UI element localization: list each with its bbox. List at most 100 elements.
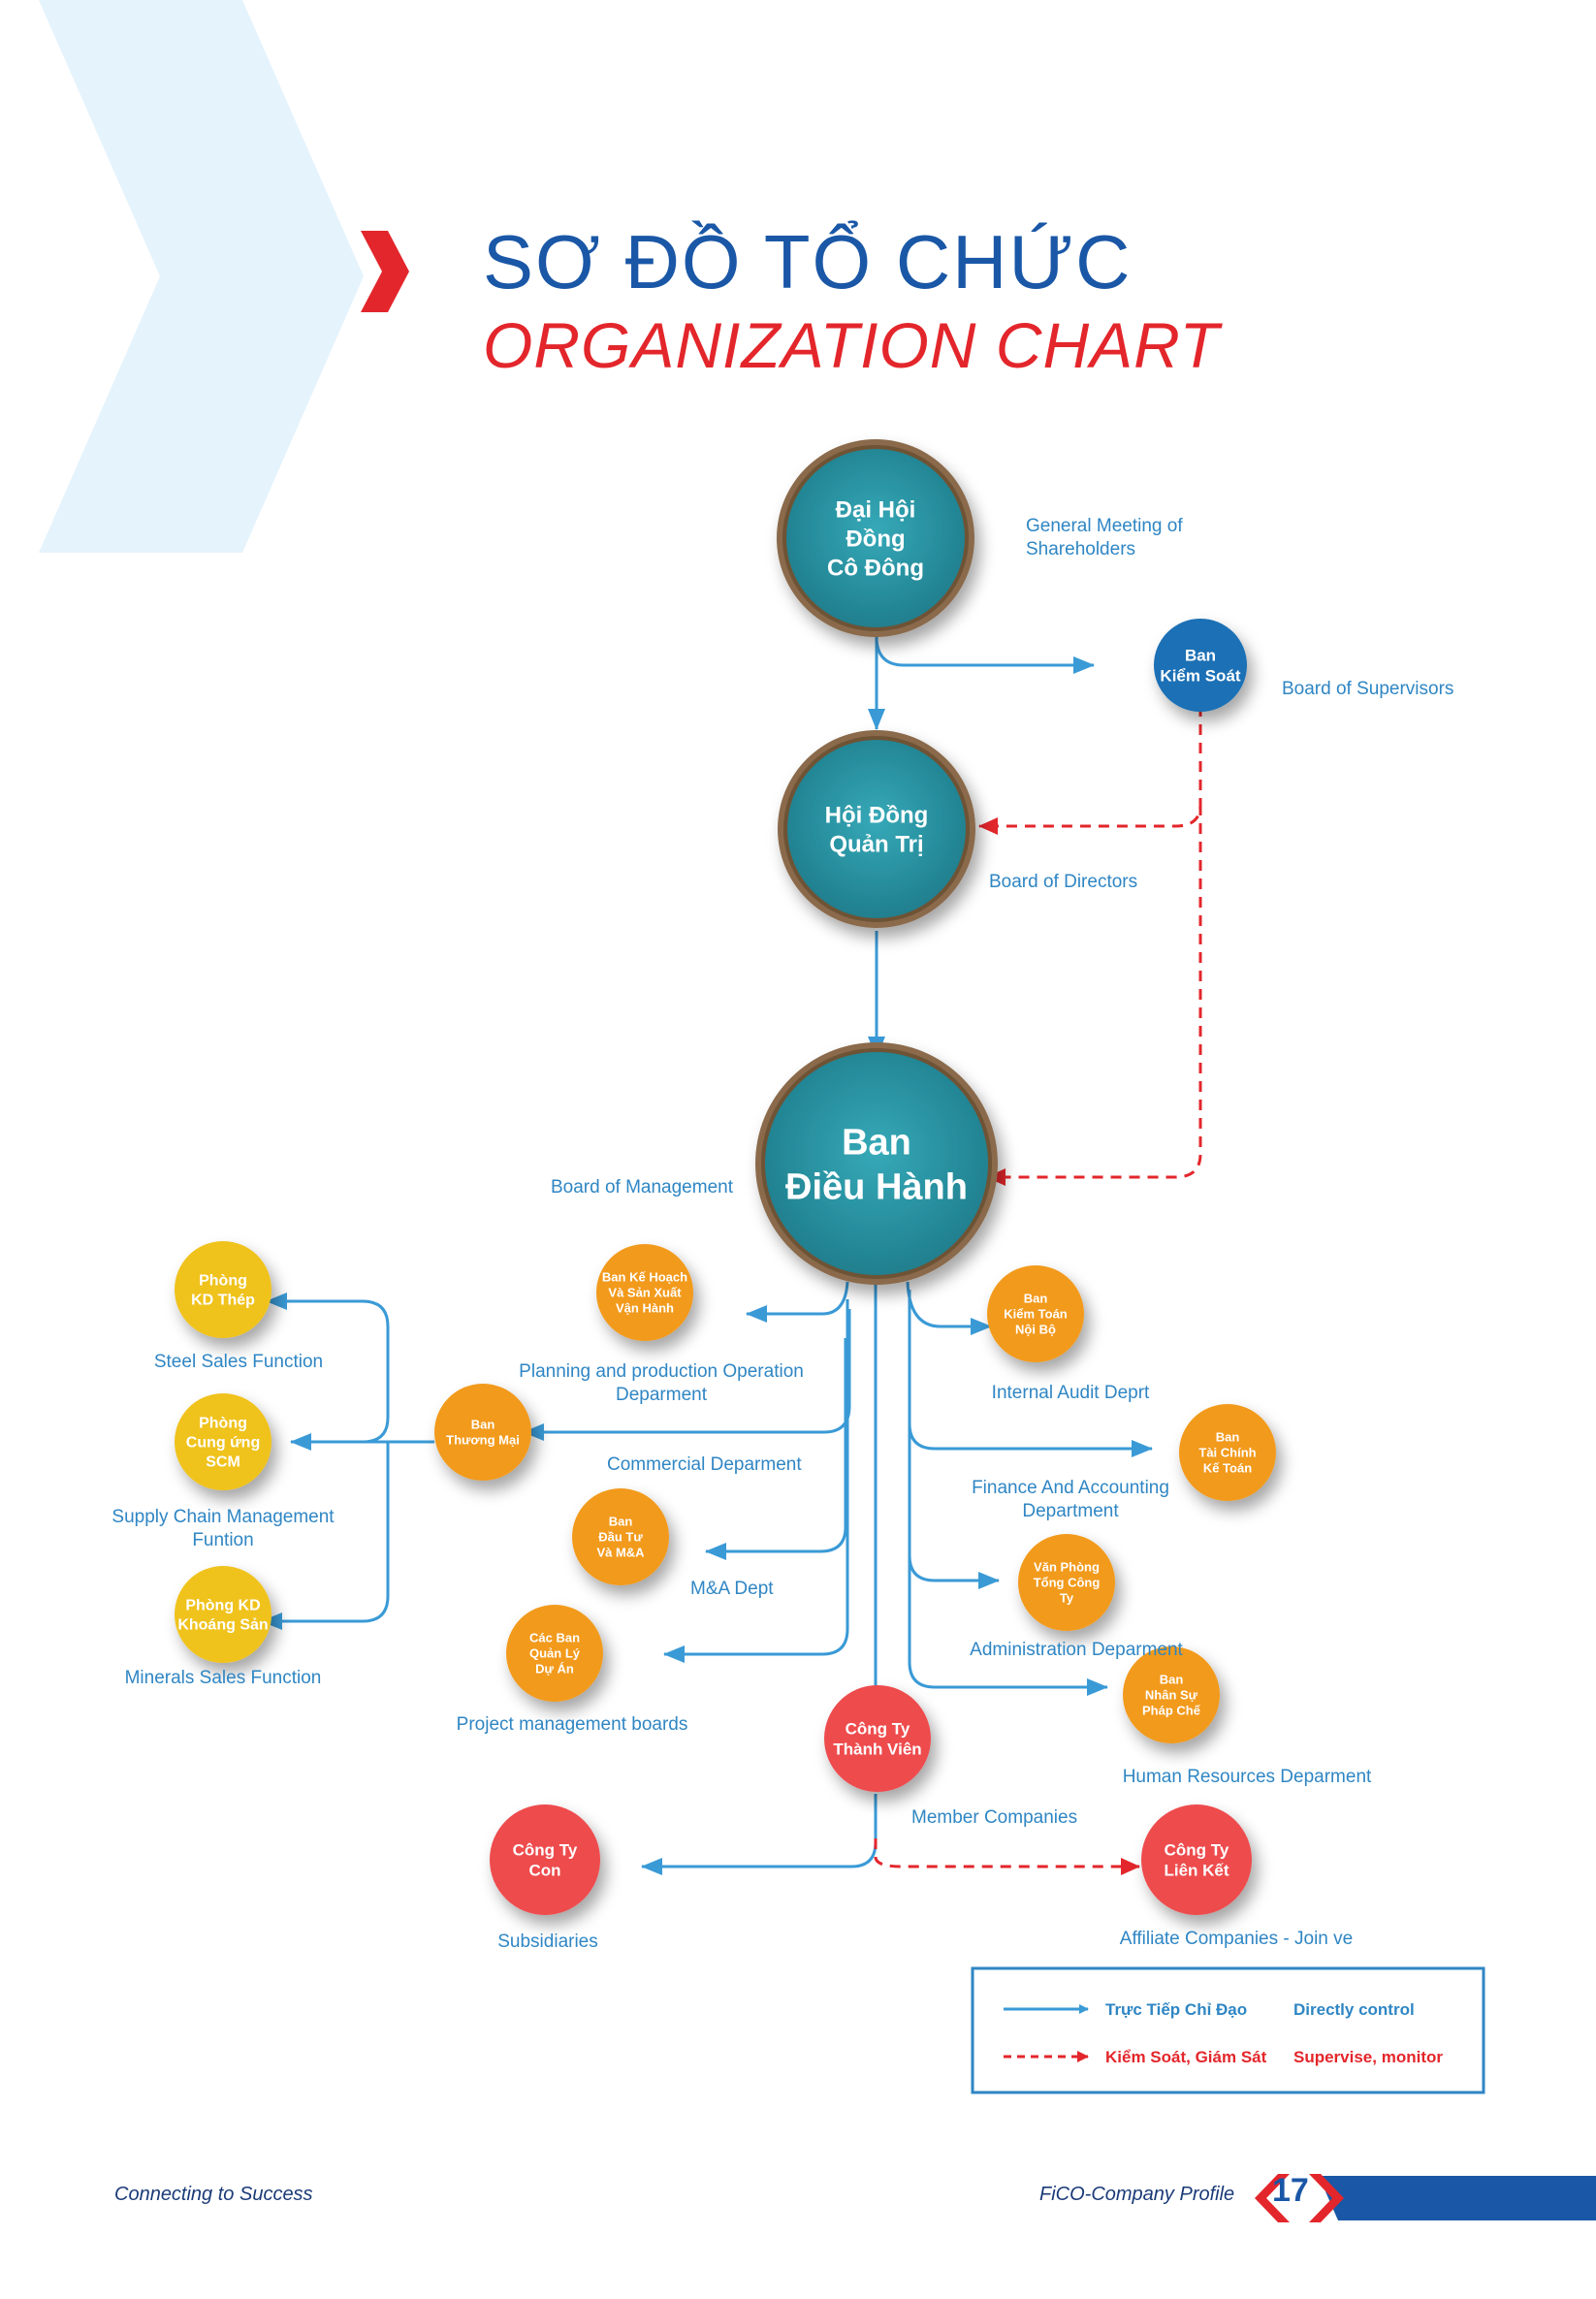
node-label: Pháp Chế — [1142, 1704, 1201, 1718]
legend: Trực Tiếp Chỉ Đạo Directly control Kiểm … — [971, 1966, 1485, 2094]
footer-left-chevron-icon — [1255, 2174, 1290, 2222]
node-circle — [786, 449, 965, 627]
node-finance — [1179, 1404, 1276, 1501]
node-label: Ban — [1185, 646, 1216, 664]
legend-direct-en: Directly control — [1293, 2000, 1415, 2019]
background-chevron — [39, 0, 364, 553]
node-caption-steel: Steel Sales Function — [154, 1352, 323, 1372]
node-caption-affiliates: Affiliate Companies - Join ve — [1120, 1929, 1353, 1949]
node-caption-admin: Administration Deparment — [970, 1640, 1183, 1660]
node-admin — [1018, 1534, 1115, 1631]
node-minerals — [175, 1566, 271, 1663]
node-planning — [596, 1244, 693, 1341]
footer-tagline: Connecting to Success — [114, 2184, 313, 2205]
node-label: Vận Hành — [616, 1301, 674, 1316]
legend-box — [971, 1966, 1485, 2094]
node-caption-directors: Board of Directors — [989, 872, 1137, 892]
direct-control-lines — [261, 630, 1153, 1875]
node-label: Quản Trị — [829, 831, 923, 857]
node-circle — [824, 1685, 931, 1792]
node-circle — [572, 1488, 669, 1585]
node-general-meeting — [777, 439, 974, 637]
node-label: Công Ty — [513, 1840, 578, 1859]
node-circle — [596, 1244, 693, 1341]
node-label: Ban Kế Hoạch — [602, 1270, 687, 1285]
node-label: KD Thép — [191, 1293, 255, 1309]
node-label: Kiểm Toán — [1004, 1307, 1068, 1322]
node-management — [755, 1042, 998, 1285]
node-label: Nhân Sự — [1145, 1688, 1198, 1703]
node-commercial — [434, 1384, 531, 1481]
node-circle — [506, 1605, 603, 1702]
node-label: Tổng Công — [1034, 1576, 1101, 1590]
node-label: Con — [528, 1861, 560, 1879]
node-circle — [1179, 1404, 1276, 1501]
node-affiliates — [1141, 1804, 1252, 1915]
node-label: Thương Mại — [446, 1433, 520, 1448]
node-label: Ban — [1216, 1430, 1240, 1445]
node-label: Và Sản Xuất — [608, 1286, 682, 1300]
legend-direct-vn: Trực Tiếp Chỉ Đạo — [1105, 2000, 1247, 2019]
page-number: 17 — [1272, 2172, 1309, 2209]
node-label: Hội Đồng — [825, 802, 929, 828]
footer-bar — [1255, 2174, 1596, 2222]
node-caption-member: Member Companies — [911, 1807, 1077, 1828]
node-caption-scm: Supply Chain Management — [112, 1507, 335, 1527]
footer-company: FiCO-Company Profile — [1039, 2184, 1235, 2205]
node-circle — [787, 740, 966, 918]
node-caption-planning: Deparment — [616, 1385, 708, 1405]
node-caption-planning: Planning and production Operation — [519, 1361, 804, 1382]
node-label: Văn Phòng — [1034, 1560, 1100, 1575]
node-label: Nội Bộ — [1015, 1323, 1056, 1337]
footer-right-chevron-icon — [1309, 2174, 1344, 2222]
node-label: Cung ứng — [186, 1435, 260, 1452]
node-caption-finance: Department — [1022, 1501, 1119, 1521]
node-audit — [987, 1265, 1084, 1362]
node-circle — [490, 1804, 600, 1915]
node-hr — [1123, 1646, 1220, 1743]
node-label: Và M&A — [596, 1546, 645, 1560]
node-scm — [175, 1393, 271, 1490]
node-label: Ty — [1060, 1591, 1074, 1606]
node-circle — [175, 1241, 271, 1338]
node-label: Ban — [471, 1418, 495, 1432]
legend-supervise-en: Supervise, monitor — [1293, 2048, 1443, 2066]
node-circle — [765, 1052, 988, 1275]
node-label: Liên Kết — [1164, 1861, 1229, 1879]
node-label: Đại Hội — [836, 496, 916, 523]
node-label: Công Ty — [846, 1719, 910, 1738]
node-label: Công Ty — [1165, 1840, 1229, 1859]
footer-blue-band — [1319, 2176, 1596, 2220]
legend-supervise-vn: Kiểm Soát, Giám Sát — [1105, 2048, 1267, 2066]
node-caption-investment: M&A Dept — [690, 1579, 774, 1599]
node-circle — [175, 1393, 271, 1490]
node-label: Khoáng Sản — [177, 1617, 268, 1634]
node-caption-commercial: Commercial Deparment — [607, 1454, 802, 1475]
node-investment — [572, 1488, 669, 1585]
node-caption-scm: Funtion — [192, 1530, 253, 1550]
node-caption-audit: Internal Audit Deprt — [992, 1383, 1150, 1403]
node-label: Ban — [1024, 1292, 1048, 1306]
node-label: Kế Toán — [1203, 1461, 1252, 1476]
node-label: Thành Viên — [833, 1740, 921, 1758]
node-projects — [506, 1605, 603, 1702]
title-vietnamese: SƠ ĐỒ TỔ CHỨC — [483, 219, 1133, 304]
node-circle — [987, 1265, 1084, 1362]
node-circle — [1018, 1534, 1115, 1631]
node-circle — [1123, 1646, 1220, 1743]
node-label: Phòng — [199, 1416, 247, 1432]
node-label: Ban — [1160, 1673, 1184, 1687]
node-label: SCM — [206, 1454, 240, 1471]
supervise-lines — [874, 706, 1202, 1875]
node-label: Kiểm Soát — [1160, 666, 1240, 685]
node-circle — [1141, 1804, 1252, 1915]
node-label: Đồng — [846, 526, 905, 552]
node-directors — [778, 730, 975, 928]
node-caption-minerals: Minerals Sales Function — [125, 1668, 322, 1688]
node-caption-management: Board of Management — [551, 1177, 734, 1197]
node-label: Ban — [842, 1122, 911, 1163]
node-label: Tài Chính — [1198, 1446, 1256, 1460]
